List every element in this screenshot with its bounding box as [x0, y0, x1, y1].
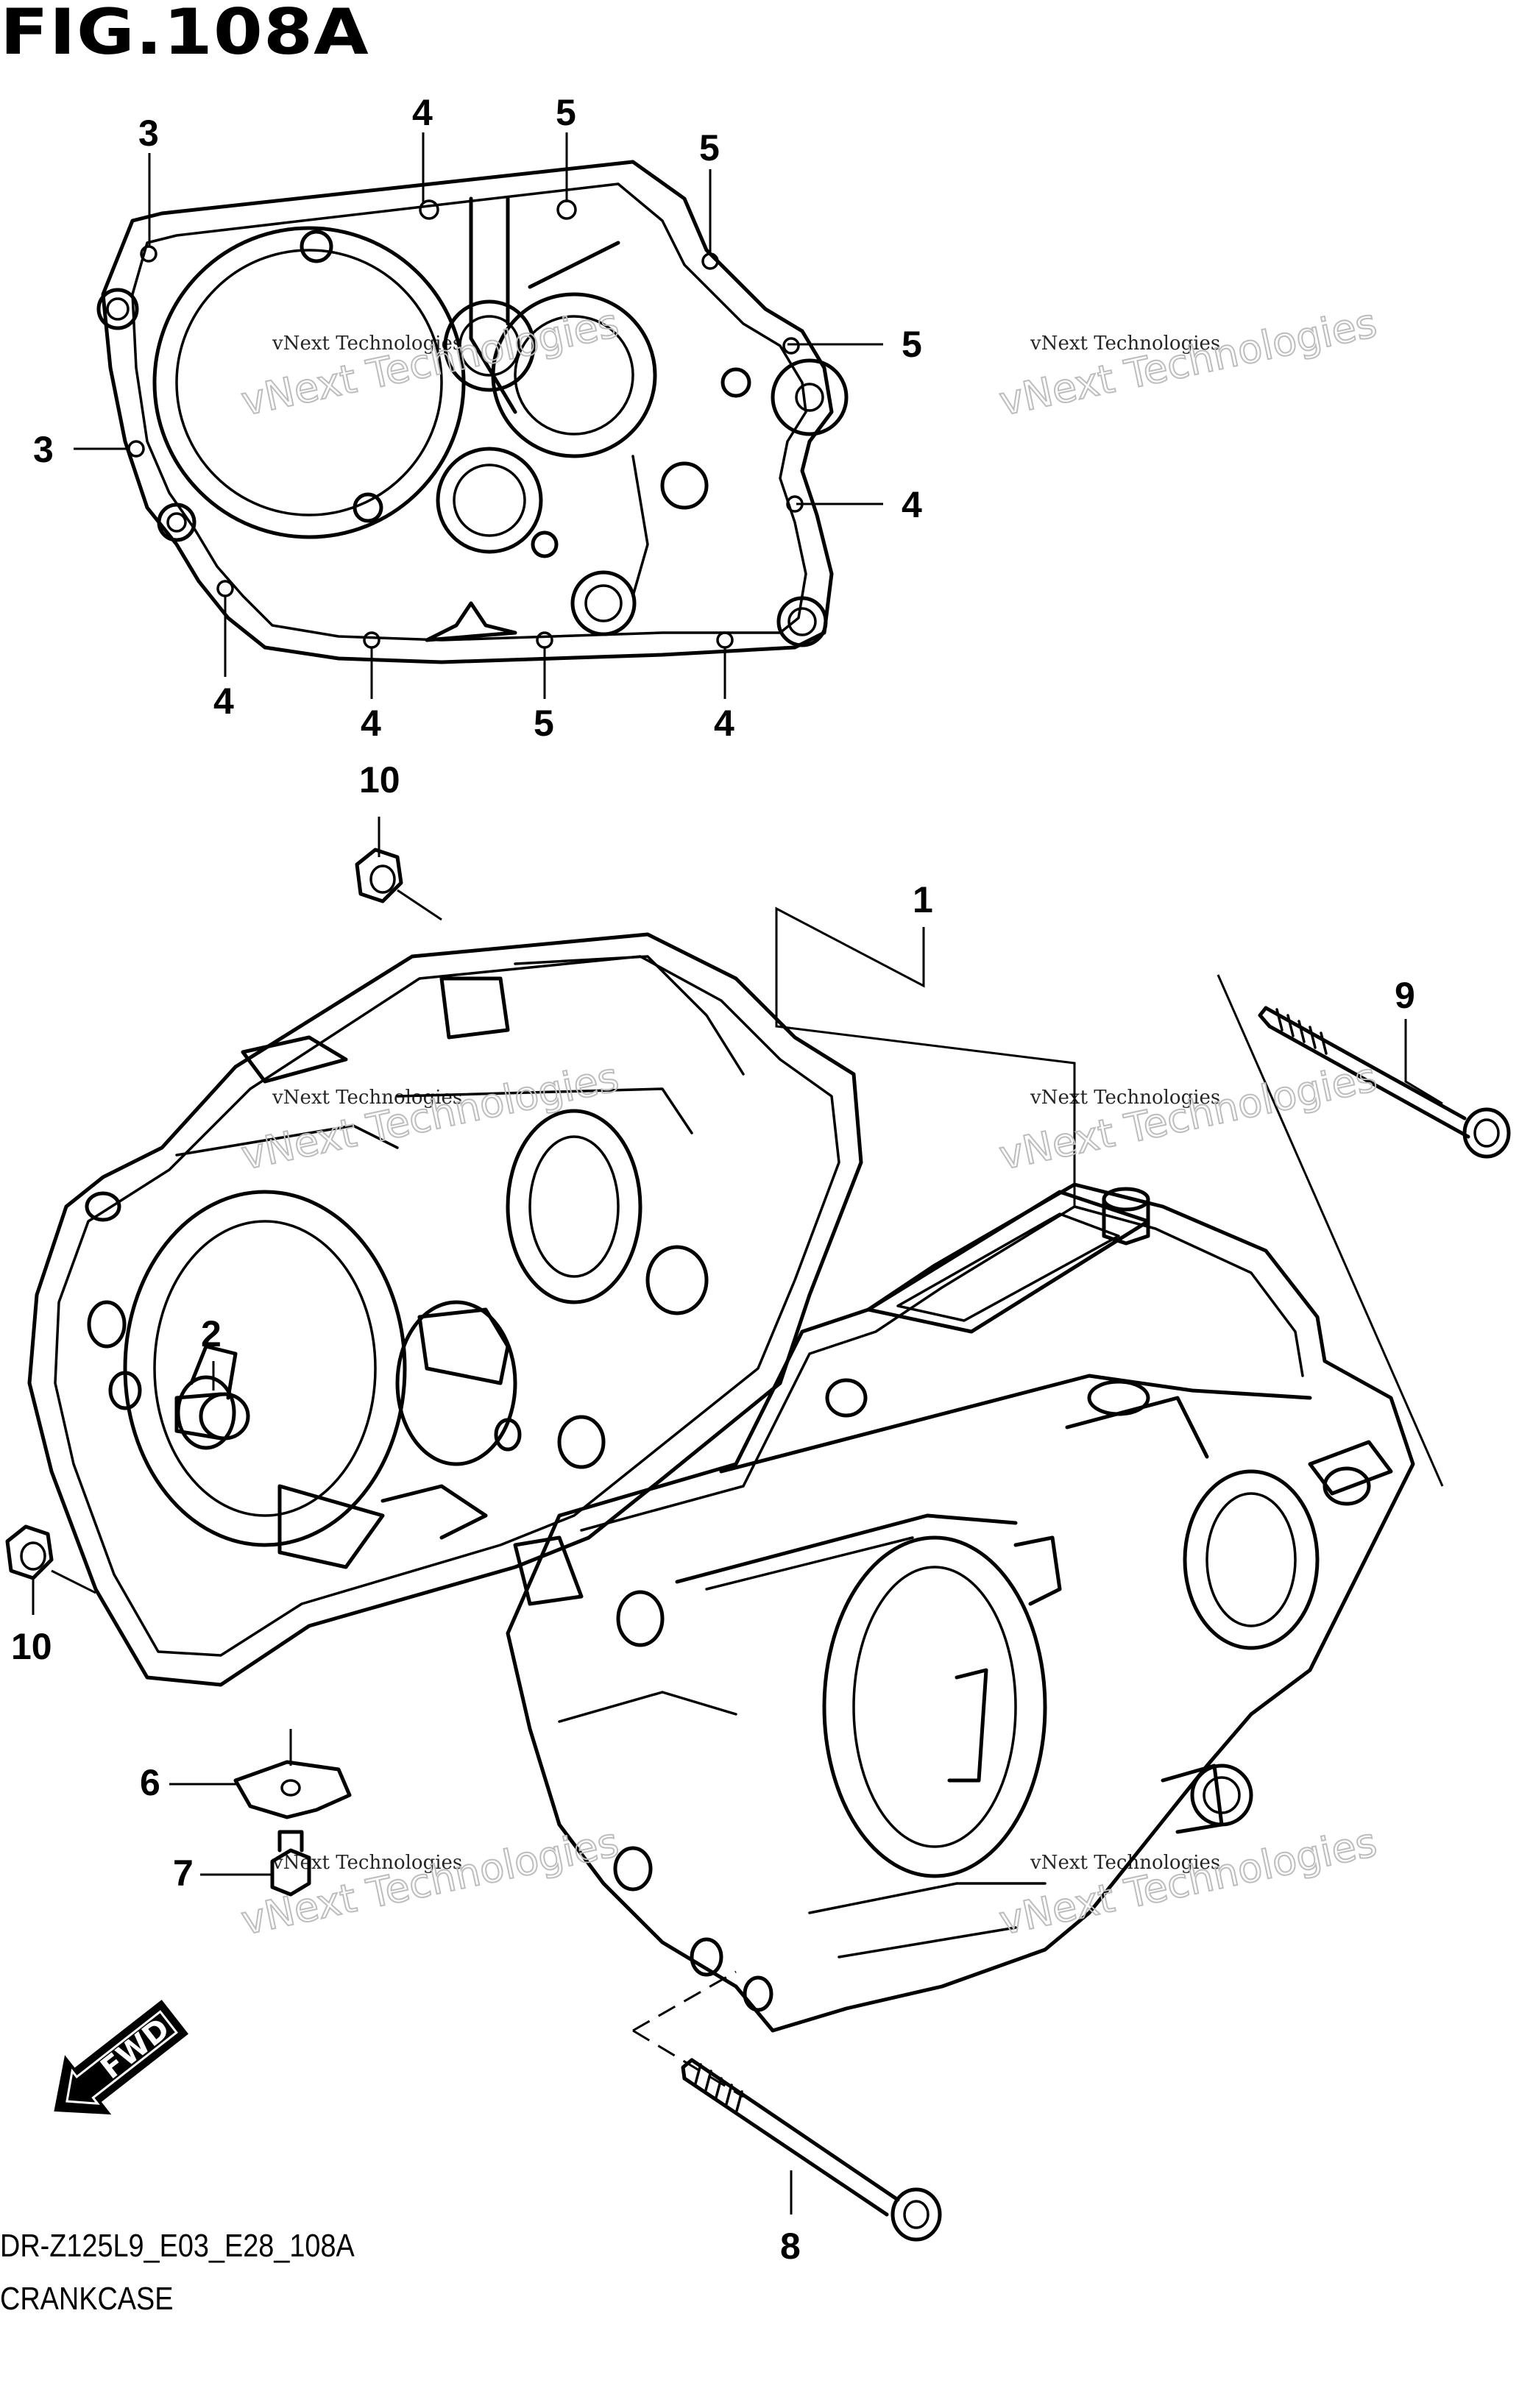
callout-7: 7: [173, 1853, 194, 1894]
figure-code: DR-Z125L9_E03_E28_108A: [0, 2228, 355, 2264]
watermark-text-outline: vNext Technologies: [237, 299, 623, 425]
callout-8: 8: [780, 2226, 801, 2267]
bolt-9: [1258, 1006, 1511, 1159]
plate-6: [233, 1760, 352, 1819]
callout-3b: 3: [33, 429, 54, 470]
callout-10a: 10: [359, 759, 400, 800]
callout-labels: 3 4 5 5 5 3 4 4 4 5 4 10 1 9 2 10 6 7 8: [11, 92, 1415, 2267]
watermark-text: vNext Technologies: [272, 333, 462, 355]
bolt-8: [681, 2058, 942, 2242]
watermark-text: vNext Technologies: [1030, 333, 1220, 355]
callout-3a: 3: [138, 113, 159, 154]
watermark-text: vNext Technologies: [1030, 1087, 1220, 1109]
callout-4e: 4: [714, 703, 734, 744]
callout-4d: 4: [361, 703, 381, 744]
callout-5d: 5: [534, 703, 554, 744]
watermark-text: vNext Technologies: [272, 1852, 462, 1874]
figure-title: FIG.108A: [0, 0, 369, 69]
crankcase-right-half: [506, 1182, 1415, 2033]
callout-5b: 5: [699, 127, 720, 168]
callout-2: 2: [201, 1313, 222, 1354]
callout-5c: 5: [902, 324, 922, 365]
callout-10b: 10: [11, 1626, 52, 1667]
callout-9: 9: [1395, 975, 1415, 1016]
callout-1: 1: [913, 879, 933, 920]
main-view-leader-lines: [32, 817, 1444, 2215]
watermark-text: vNext Technologies: [272, 1087, 462, 1109]
nut-10-top: [355, 848, 403, 903]
watermarks: vNext Technologies vNext Technologies vN…: [236, 299, 1381, 1944]
watermark-text-outline: vNext Technologies: [237, 1819, 623, 1944]
watermark-text-outline: vNext Technologies: [995, 1054, 1381, 1179]
crankcase-top-view: [96, 160, 849, 664]
callout-5a: 5: [556, 92, 576, 133]
top-view-leader-lines: [74, 132, 883, 699]
fwd-direction-marker: FWD: [54, 2000, 189, 2115]
watermark-text-outline: vNext Technologies: [995, 299, 1381, 425]
bolt-7: [270, 1830, 311, 1897]
callout-4a: 4: [412, 92, 433, 133]
watermark-text-outline: vNext Technologies: [995, 1819, 1381, 1944]
figure-name: CRANKCASE: [0, 2281, 174, 2317]
nut-10-bottom: [5, 1524, 54, 1580]
crankcase-left-half: [27, 932, 863, 1687]
callout-6: 6: [140, 1762, 160, 1803]
callout-4c: 4: [213, 681, 234, 722]
dowel-pin-2: [174, 1392, 250, 1441]
watermark-text: vNext Technologies: [1030, 1852, 1220, 1874]
callout-4b: 4: [902, 484, 922, 525]
